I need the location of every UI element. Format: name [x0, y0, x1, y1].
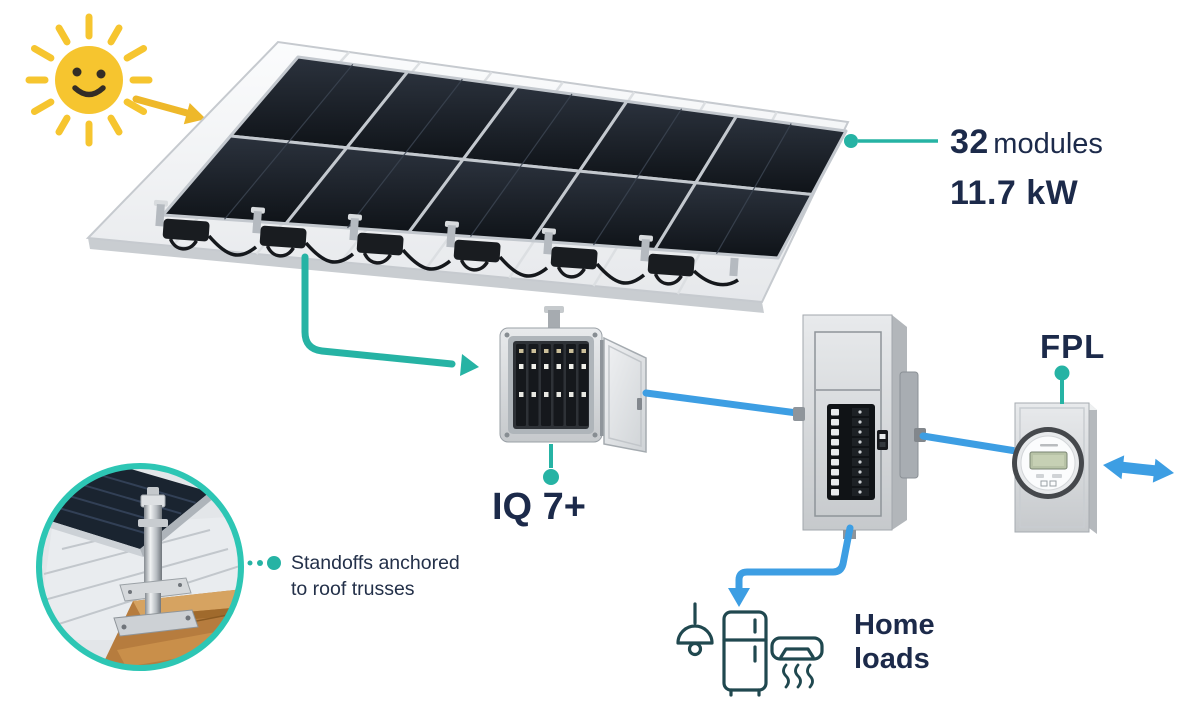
ac-line-panel-to-loads — [728, 524, 854, 607]
utility-label: FPL — [1040, 328, 1106, 365]
standoff-detail-inset — [36, 463, 281, 671]
home-loads-icons — [676, 602, 824, 697]
panel-modules — [161, 55, 848, 260]
home-loads-label: Home loads — [854, 609, 935, 675]
system-capacity: 11.7 kW — [950, 174, 1079, 212]
breaker-panel — [793, 314, 926, 539]
standoff-callout: Standoffs anchored to roof trusses — [291, 552, 460, 600]
utility-meter — [1012, 365, 1097, 534]
array-callout-leader — [844, 134, 938, 148]
microinverter-icon — [347, 213, 404, 265]
microinverter-chain — [153, 199, 739, 287]
side-conduit — [899, 371, 919, 479]
module-unit: modules — [993, 128, 1103, 160]
microinverter-icon — [638, 234, 695, 286]
standoff-post — [113, 487, 199, 637]
microinverter-label: IQ 7+ — [492, 486, 586, 528]
ac-line-panel-to-meter — [919, 432, 1020, 455]
air-conditioner-icon — [770, 636, 824, 689]
standoff-callout-leader — [247, 556, 281, 570]
sun-icon — [25, 13, 153, 147]
microinverter-icon — [153, 199, 210, 251]
solar-array — [85, 40, 850, 313]
microinverter-icon — [250, 206, 307, 258]
bidirectional-grid-arrow-icon — [1103, 455, 1174, 483]
module-count: 32 — [950, 123, 989, 161]
array-size-callout: 32 modules 11.7 kW — [950, 120, 1103, 215]
ac-line-combiner-to-panel — [642, 389, 801, 417]
dc-connector-arrow — [301, 253, 479, 376]
breaker-strips — [516, 344, 589, 426]
refrigerator-icon — [722, 610, 768, 697]
sunlight-arrow-icon — [132, 95, 206, 125]
microinverter-icon — [541, 227, 598, 279]
pendant-lamp-icon — [676, 602, 714, 657]
microinverter-icon — [444, 220, 501, 272]
iq-combiner-box — [499, 306, 647, 485]
enclosure-door — [603, 336, 647, 453]
